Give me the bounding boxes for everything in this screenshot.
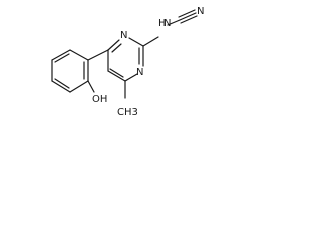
bond-ph-4 — [51, 80, 71, 93]
amine-hydrogen-label: H — [158, 18, 166, 29]
bond-c6-c5 — [107, 70, 126, 82]
bond-c4-n3-double — [111, 43, 122, 53]
bond-c2-nh — [142, 36, 159, 47]
bond-c4-phenyl — [87, 49, 109, 61]
amine-nitrogen-label: N — [164, 18, 171, 29]
bond-nitrile-1 — [179, 12, 197, 21]
bond-c4-n3 — [107, 39, 120, 51]
phenyl-ring — [51, 49, 95, 93]
bond-ph-2 — [51, 49, 71, 61]
bond-nitrile-2 — [178, 9, 196, 18]
atom-labels: N N H N N OH CH3 — [92, 6, 204, 118]
ring-nitrogen-top-label: N — [120, 30, 127, 41]
bond-nitrile-3 — [180, 15, 198, 24]
nitrile-nitrogen-label: N — [197, 6, 204, 17]
bond-n3-c2 — [128, 37, 144, 47]
molecule-structure-diagram: N N H N N OH CH3 — [51, 6, 204, 118]
ring-nitrogen-bottom-label: N — [136, 67, 143, 78]
substituent-bonds — [87, 9, 198, 99]
bond-ph-5 — [69, 80, 89, 93]
bond-c6-c5-double — [109, 68, 124, 78]
bond-nh-cn-carbon — [167, 19, 181, 26]
bond-ph-2-double — [54, 53, 70, 63]
pyrimidine-ring — [107, 37, 144, 82]
hydroxyl-label: OH — [92, 94, 107, 105]
bond-ph-4-double — [54, 78, 70, 89]
bond-ph-1 — [69, 49, 89, 61]
methyl-label: CH3 — [117, 107, 138, 118]
bond-ph-oh — [87, 80, 95, 93]
bond-n1-c6 — [124, 73, 138, 82]
